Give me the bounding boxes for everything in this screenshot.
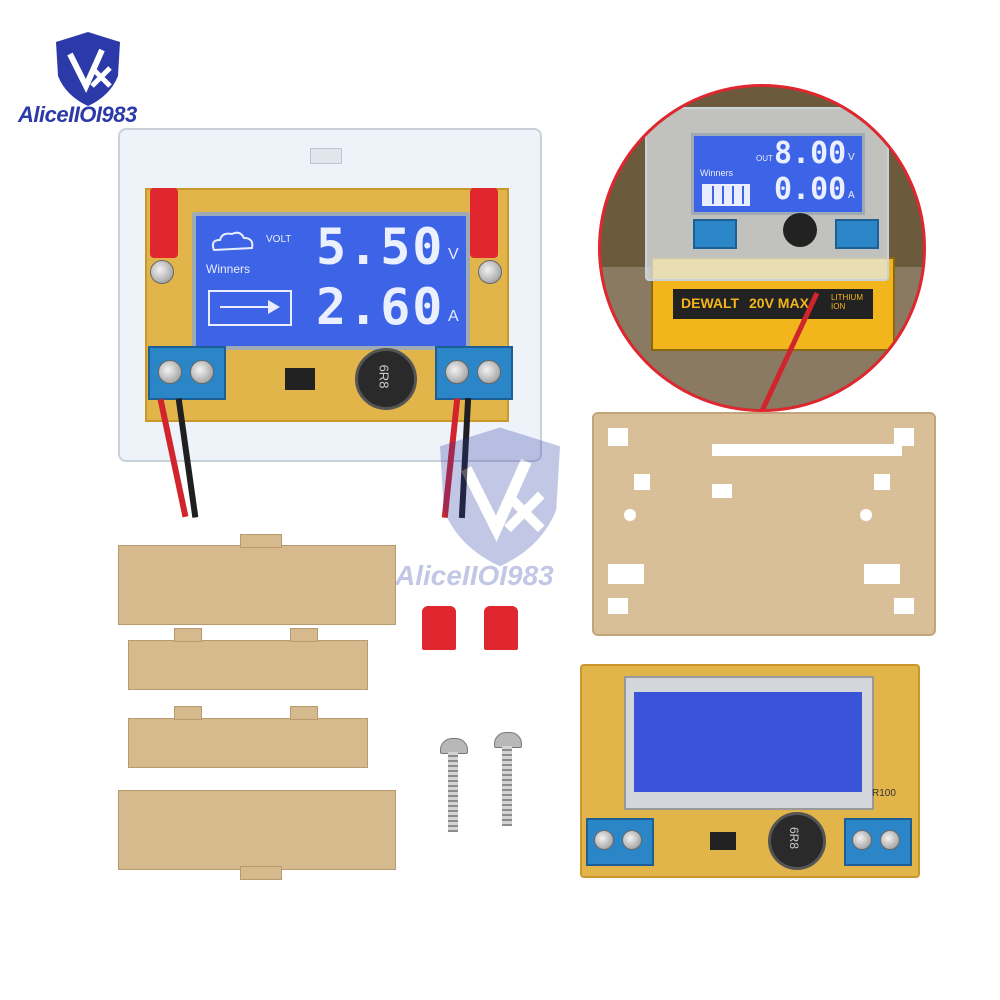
main-lcd-screen: Winners VOLT 5.50 V 2.60 A [192,212,470,350]
cloud-icon [211,231,254,252]
inductor: 6R8 [355,348,417,410]
screw-right [478,260,502,284]
red-clip-left [150,188,178,258]
screw-left [150,260,174,284]
input-terminal-block [148,346,226,400]
inset-lcd-screen: Winners OUT 8.00 V 0.00 A [691,133,865,215]
output-terminal-block [435,346,513,400]
resistor-label: R100 [872,788,896,799]
side-panel-3 [128,718,368,768]
red-cap-right [484,606,518,650]
battery-indicator-icon [702,184,750,206]
bare-board-lcd [624,676,874,810]
watermark-logo-icon [440,427,560,567]
lcd-current-value: 2.60 [316,278,445,336]
bare-input-terminal [586,818,654,866]
lcd-voltage-value: 5.50 [316,218,445,276]
inset-battery-voltage: 20V MAX [749,295,809,311]
lcd-brand-label: Winners [206,262,251,276]
side-panel-3-tab-b [290,706,318,720]
side-panel-2-tab-b [290,628,318,642]
lcd-voltage-unit: V [448,246,459,263]
side-panel-2 [128,640,368,690]
side-panel-1-tab [240,534,282,548]
lcd-volt-label: VOLT [266,234,292,245]
side-panel-4 [118,790,396,870]
side-panel-1 [118,545,396,625]
ic-chip [285,368,315,390]
bare-board: R100 6R8 [580,664,920,878]
inset-battery-type: LITHIUM ION [831,293,863,311]
side-panel-2-tab-a [174,628,202,642]
inset-lcd-voltage: 8.00 [774,136,847,171]
main-module-case: Winners VOLT 5.50 V 2.60 A 6R8 [100,128,560,519]
inset-lcd-brand: Winners [700,168,734,178]
bare-ic-chip [710,832,736,850]
side-panel-3-tab-a [174,706,202,720]
acrylic-top-plate [592,412,936,636]
arrow-box-icon [208,290,292,326]
loose-screw-left [440,738,468,834]
inset-lcd-current-unit: A [848,190,855,201]
inset-photo: DEWALT 20V MAX LITHIUM ION Winners OUT 8… [598,84,926,412]
lcd-current-unit: A [448,308,459,325]
brand-logo-icon [56,32,120,106]
bare-inductor: 6R8 [768,812,826,870]
inset-lcd-out: OUT [756,154,773,163]
watermark-text: AliceIIOI983 [395,560,554,591]
inset-lcd-current: 0.00 [774,172,847,207]
side-panel-4-tab [240,866,282,880]
inset-battery-brand: DEWALT [681,295,740,311]
brand-logo-text: AliceIIOI983 [18,102,137,127]
red-cap-left [422,606,456,650]
loose-screw-right [494,732,522,828]
red-clip-right [470,188,498,258]
inset-lcd-voltage-unit: V [848,152,855,163]
bare-output-terminal [844,818,912,866]
